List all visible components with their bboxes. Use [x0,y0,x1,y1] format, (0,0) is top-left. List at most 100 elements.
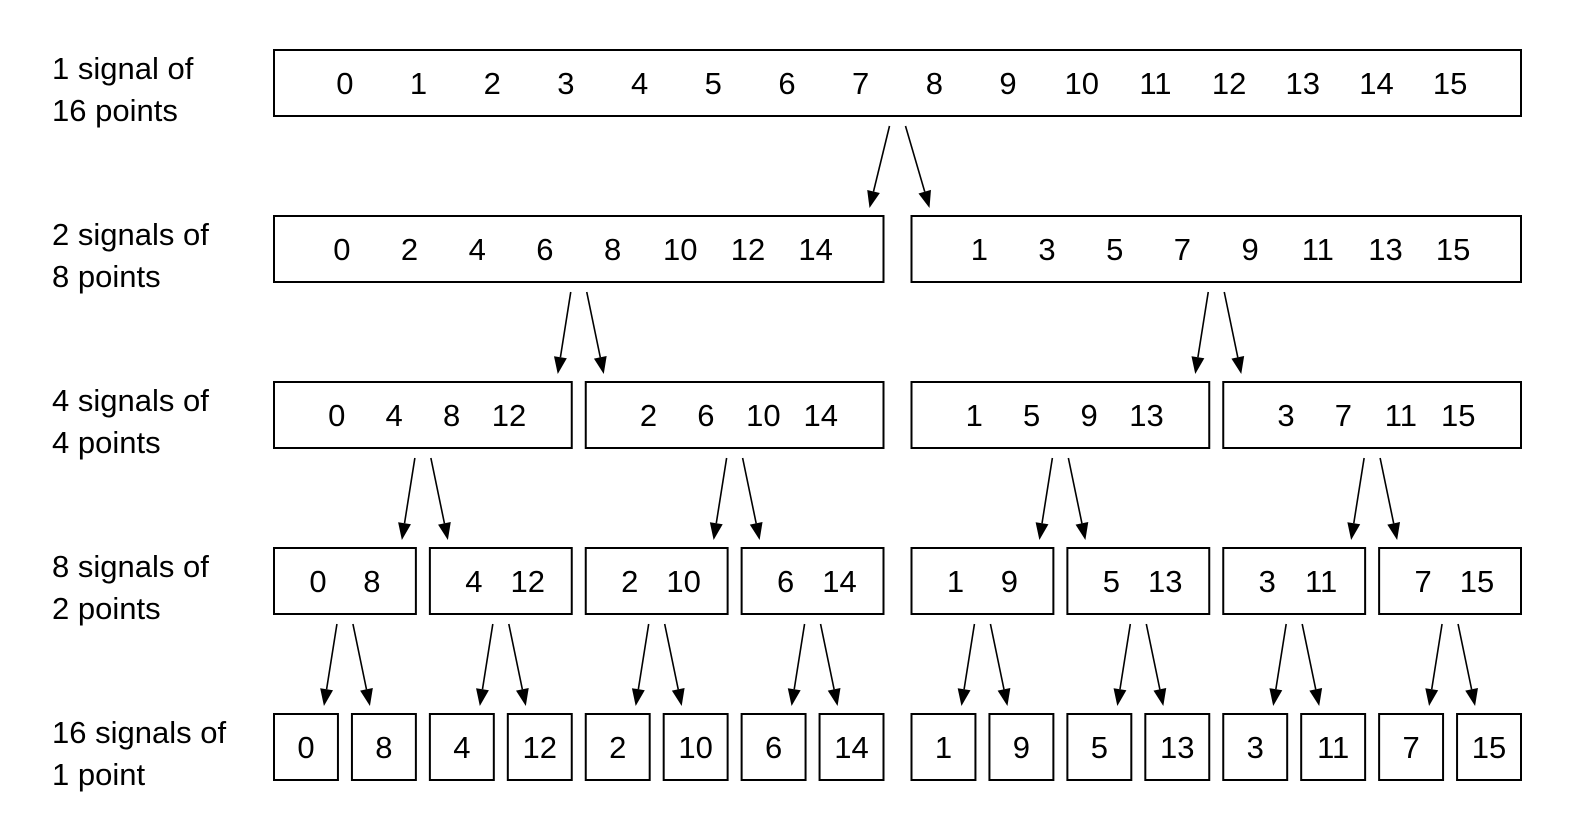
sample-index: 3 [557,66,574,101]
sample-index: 12 [731,232,765,267]
split-arrow-right-r1-s0 [585,291,607,374]
sample-index: 4 [465,564,482,599]
sample-index: 9 [1080,398,1097,433]
signal-box-border [506,713,573,781]
sample-index: 9 [1241,232,1258,267]
signal-box-border [273,49,1522,117]
sample-index: 14 [822,564,856,599]
signal-box-border [910,713,977,781]
split-arrow-right-r3-s1 [508,623,529,706]
sample-index: 1 [971,232,988,267]
sample-index: 15 [1472,730,1506,765]
row-label-2: 4 signals of 4 points [52,383,209,460]
sample-index: 7 [1174,232,1191,267]
signal-box-border [910,547,1055,615]
sample-index: 1 [935,730,952,765]
split-arrow-right-r3-s6 [1301,623,1323,706]
signal-box-border [428,713,495,781]
signal-box-border [988,713,1055,781]
sample-index: 10 [746,398,780,433]
sample-index: 0 [333,232,350,267]
signal-box-border [584,713,651,781]
sample-index: 12 [492,398,526,433]
sample-index: 3 [1277,398,1294,433]
sample-index: 11 [1385,398,1417,433]
split-arrow-right-r2-s3 [1379,457,1401,540]
split-arrow-right-r0-s0 [904,125,931,208]
sample-index: 10 [663,232,697,267]
row-label-1: 2 signals of 8 points [52,217,209,294]
sample-index: 3 [1247,730,1264,765]
sample-index: 8 [604,232,621,267]
split-arrow-left-r3-s0 [320,623,338,706]
sample-index: 6 [778,66,795,101]
sample-index: 10 [666,564,700,599]
sample-index: 14 [798,232,832,267]
sample-index: 2 [609,730,626,765]
sample-index: 8 [363,564,380,599]
split-arrow-left-r3-s1 [476,623,494,706]
sample-index: 1 [410,66,427,101]
sample-index: 7 [1335,398,1352,433]
sample-index: 15 [1436,232,1470,267]
signal-box-r4-s12: 3 [1222,713,1289,781]
split-arrow-left-r3-s3 [787,623,806,706]
split-arrow-right-r3-s3 [819,623,841,706]
sample-index: 5 [1091,730,1108,765]
signal-box-border [273,547,417,615]
sample-index: 10 [1064,66,1098,101]
sample-index: 14 [1359,66,1393,101]
signal-box-r2-s3: 3 7 11 15 [1222,381,1522,449]
sample-index: 2 [640,398,657,433]
signal-box-border [818,713,885,781]
split-arrow-right-r1-s1 [1223,291,1245,374]
signal-box-r4-s5: 10 [662,713,729,781]
sample-index: 0 [309,564,326,599]
split-arrow-right-r2-s2 [1067,457,1089,540]
signal-box-r4-s13: 11 [1300,713,1367,781]
split-arrow-left-r2-s0 [398,457,416,540]
signal-box-r4-s6: 6 [740,713,807,781]
signal-box-r4-s4: 2 [584,713,651,781]
sample-index: 9 [999,66,1016,101]
signal-box-border [584,381,885,449]
signal-box-r4-s8: 1 [910,713,977,781]
sample-index: 8 [443,398,460,433]
sample-index: 15 [1441,398,1475,433]
row-label-3: 8 signals of 2 points [52,549,209,626]
signal-box-border [1066,547,1211,615]
signal-box-r4-s1: 8 [350,713,417,781]
sample-index: 2 [401,232,418,267]
split-arrow-right-r3-s0 [352,623,373,706]
signal-box-border [273,381,573,449]
sample-index: 10 [678,730,712,765]
sample-index: 4 [386,398,403,433]
sample-index: 15 [1460,564,1494,599]
sample-index: 13 [1160,730,1194,765]
split-arrow-left-r3-s5 [1113,623,1132,706]
sample-index: 4 [469,232,486,267]
split-arrow-left-r3-s7 [1425,623,1443,706]
sample-index: 0 [297,730,314,765]
signal-box-border [350,713,417,781]
signal-box-r4-s7: 14 [818,713,885,781]
sample-index: 1 [966,398,983,433]
row-label-4: 16 signals of 1 point [52,715,227,792]
signal-box-r4-s2: 4 [428,713,495,781]
sample-index: 12 [523,730,557,765]
signal-box-border [1222,381,1522,449]
sample-index: 1 [947,564,964,599]
signal-box-border [740,547,885,615]
signal-box-border [1300,713,1367,781]
split-arrow-right-r2-s0 [430,457,451,540]
